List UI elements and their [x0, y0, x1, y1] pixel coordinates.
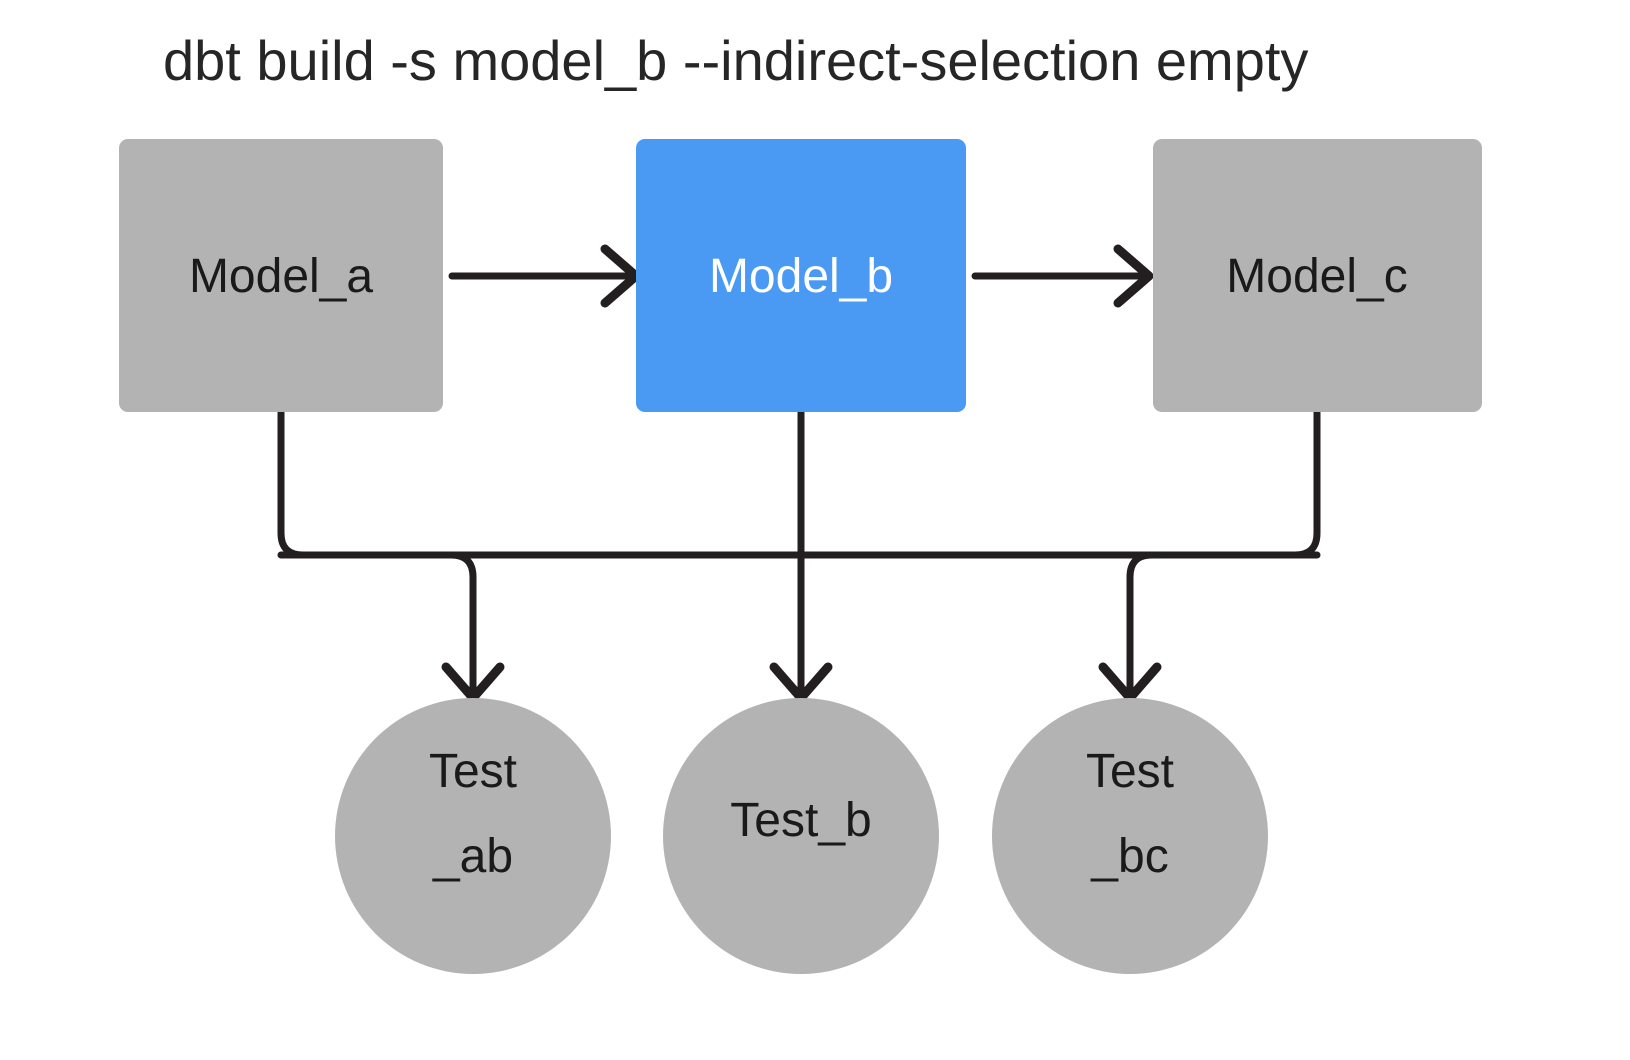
test-bc-shape[interactable]	[992, 698, 1268, 974]
node-test-bc[interactable]: Test _bc	[992, 698, 1268, 974]
test-ab-label-line-1: Test	[429, 745, 517, 798]
test-b-label-line-1: Test_b	[730, 794, 871, 847]
diagram-title: dbt build -s model_b --indirect-selectio…	[163, 29, 1308, 92]
node-test-ab[interactable]: Test _ab	[335, 698, 611, 974]
model-a-label: Model_a	[189, 250, 373, 303]
edge-model-a-to-bus	[277, 408, 455, 559]
edge-model-b-to-model-c	[971, 244, 1154, 308]
node-model-a[interactable]: Model_a	[119, 139, 443, 412]
model-a-shape[interactable]	[119, 139, 443, 412]
model-b-label: Model_b	[709, 250, 893, 303]
node-test-b[interactable]: Test_b	[663, 698, 939, 974]
test-bc-label-line-1: Test	[1086, 745, 1174, 798]
edge-model-a-to-model-b	[448, 244, 641, 308]
model-b-shape[interactable]	[636, 139, 966, 412]
edge-bus-to-test-b	[769, 551, 833, 703]
test-ab-shape[interactable]	[335, 698, 611, 974]
test-bc-label-line-2: _bc	[1090, 830, 1168, 883]
test-b-shape[interactable]	[663, 698, 939, 974]
edge-bus-to-test-ab	[441, 551, 505, 703]
edge-model-c-to-bus	[1148, 408, 1321, 559]
model-c-label: Model_c	[1226, 250, 1407, 303]
model-c-shape[interactable]	[1153, 139, 1482, 412]
test-ab-label-line-2: _ab	[432, 830, 513, 883]
edge-bus-to-test-bc	[1098, 551, 1162, 703]
node-model-b[interactable]: Model_b	[636, 139, 966, 412]
node-model-c[interactable]: Model_c	[1153, 139, 1482, 412]
